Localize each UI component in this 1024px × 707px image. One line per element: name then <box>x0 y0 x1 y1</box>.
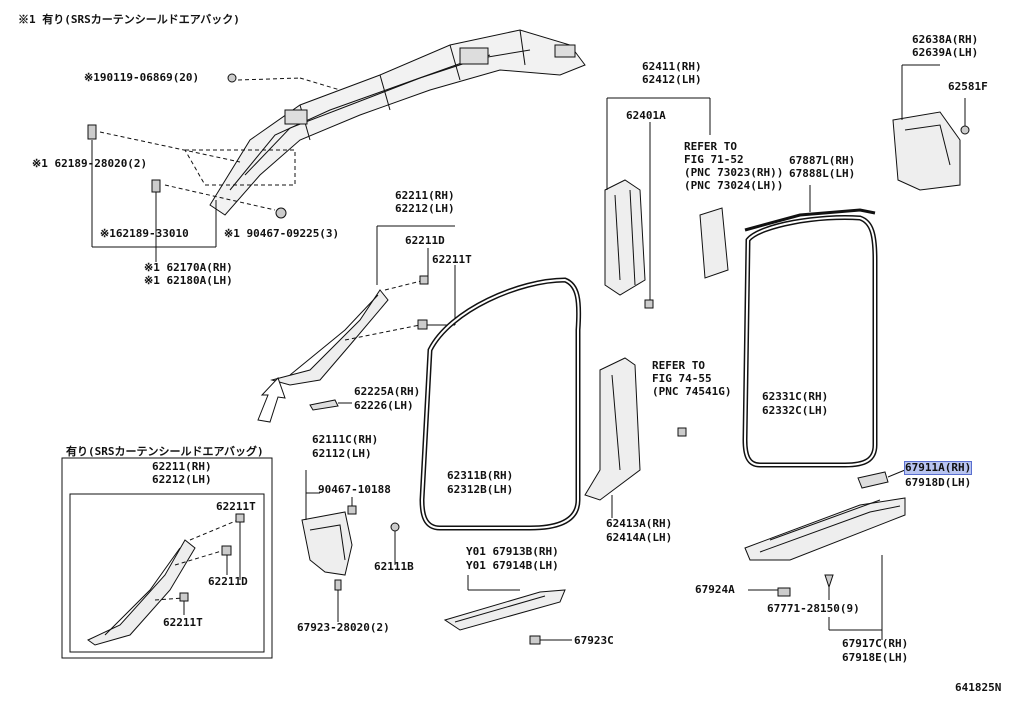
rear-quarter-trim-part <box>892 111 961 191</box>
b-pillar-lower-garnish-part <box>584 357 641 501</box>
srs-inset-box <box>61 457 273 659</box>
front-scuff-plate-part <box>443 589 566 631</box>
pillar-garnish-part <box>270 289 389 386</box>
part-label-62211D[interactable]: 62211D <box>405 234 445 247</box>
part-label-62212-lh[interactable]: 62212(LH) <box>395 202 455 215</box>
part-label-67923-28020[interactable]: 67923-28020(2) <box>297 621 390 634</box>
refer-fig-71-52-line4: (PNC 73024(LH)) <box>684 179 784 192</box>
part-label-62170A[interactable]: ※1 62170A(RH) <box>144 261 233 274</box>
part-label-62412[interactable]: 62412(LH) <box>642 73 702 86</box>
refer-fig-74-55-line1: REFER TO <box>652 359 705 372</box>
refer-fig-71-52-line2[interactable]: FIG 71-52 <box>684 153 744 166</box>
part-label-90467-10188[interactable]: 90467-10188 <box>318 483 391 496</box>
note-srs-top: ※1 有り(SRSカーテンシールドエアバック) <box>18 13 240 26</box>
part-label-67923C[interactable]: 67923C <box>574 634 614 647</box>
part-label-67911A[interactable]: 67911A(RH) <box>903 461 973 475</box>
part-label-67914B[interactable]: Y01 67914B(LH) <box>466 559 559 572</box>
diagram-id: 641825N <box>955 681 1002 694</box>
part-label-62225A[interactable]: 62225A(RH) <box>354 385 421 398</box>
refer-fig-74-55-line2[interactable]: FIG 74-55 <box>652 372 712 385</box>
part-label-62180A[interactable]: ※1 62180A(LH) <box>144 274 233 287</box>
part-label-67917C[interactable]: 67917C(RH) <box>842 637 909 650</box>
inset-label-62211T-b[interactable]: 62211T <box>163 616 203 629</box>
part-label-62312B[interactable]: 62312B(LH) <box>447 483 514 496</box>
part-label-62581F[interactable]: 62581F <box>948 80 988 93</box>
part-label-62639A[interactable]: 62639A(LH) <box>912 46 979 59</box>
part-label-67887L[interactable]: 67887L(RH) <box>789 154 856 167</box>
part-label-62411[interactable]: 62411(RH) <box>642 60 702 73</box>
part-label-62111B[interactable]: 62111B <box>374 560 414 573</box>
part-label-90119-06869[interactable]: ※190119-06869(20) <box>84 71 200 84</box>
part-label-62189-33010[interactable]: ※162189-33010 <box>100 227 189 240</box>
part-label-62414A[interactable]: 62414A(LH) <box>606 531 673 544</box>
part-label-62211-rh[interactable]: 62211(RH) <box>395 189 455 202</box>
inset-label-62211D[interactable]: 62211D <box>208 575 248 588</box>
airbag-dashed-frame <box>99 77 341 211</box>
inset-box-title: 有り(SRSカーテンシールドエアバッグ) <box>66 445 264 458</box>
part-label-67918D[interactable]: 67918D(LH) <box>905 476 972 489</box>
cowl-side-panel-part <box>301 511 353 576</box>
part-label-67918E[interactable]: 67918E(LH) <box>842 651 909 664</box>
part-label-62413A[interactable]: 62413A(RH) <box>606 517 673 530</box>
inset-pillar-part <box>87 539 196 646</box>
part-label-62331C[interactable]: 62331C(RH) <box>762 390 829 403</box>
refer-fig-74-55-line3: (PNC 74541G) <box>652 385 732 398</box>
part-label-67924A[interactable]: 67924A <box>695 583 735 596</box>
part-label-67888L[interactable]: 67888L(LH) <box>789 167 856 180</box>
inset-label-62212[interactable]: 62212(LH) <box>152 473 212 486</box>
part-label-62189-28020[interactable]: ※1 62189-28020(2) <box>32 157 148 170</box>
part-label-67913B[interactable]: Y01 67913B(RH) <box>466 545 559 558</box>
rear-scuff-plate-part <box>744 497 906 561</box>
part-label-67771-28150[interactable]: 67771-28150(9) <box>767 602 860 615</box>
rear-door-weatherstrip <box>742 214 878 468</box>
part-label-62211T[interactable]: 62211T <box>432 253 472 266</box>
part-label-62332C[interactable]: 62332C(LH) <box>762 404 829 417</box>
part-label-90467-09225[interactable]: ※1 90467-09225(3) <box>224 227 340 240</box>
part-label-62226[interactable]: 62226(LH) <box>354 399 414 412</box>
part-label-62638A[interactable]: 62638A(RH) <box>912 33 979 46</box>
b-pillar-upper-garnish-part <box>604 179 646 296</box>
fastener-icons <box>87 73 287 219</box>
inset-label-62211[interactable]: 62211(RH) <box>152 460 212 473</box>
inset-label-62211T-a[interactable]: 62211T <box>216 500 256 513</box>
curtain-airbag-part <box>209 29 586 216</box>
part-label-62111C[interactable]: 62111C(RH) <box>312 433 379 446</box>
refer-fig-71-52-line3: (PNC 73023(RH)) <box>684 166 784 179</box>
part-label-62401A[interactable]: 62401A <box>626 109 666 122</box>
part-label-62311B[interactable]: 62311B(RH) <box>447 469 514 482</box>
part-label-62112[interactable]: 62112(LH) <box>312 447 372 460</box>
refer-fig-71-52-line1: REFER TO <box>684 140 737 153</box>
